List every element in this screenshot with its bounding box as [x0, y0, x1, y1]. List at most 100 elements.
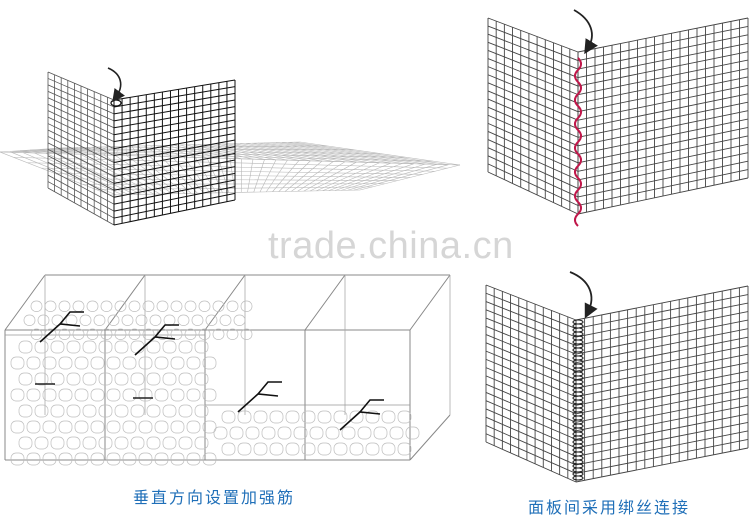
coil-turn [573, 340, 583, 344]
mesh-wire [488, 172, 578, 214]
stone-fill [24, 315, 35, 326]
stone-fill [94, 315, 105, 326]
stone-fill [11, 389, 24, 401]
coil-turn [573, 472, 583, 476]
left-panel-mesh [486, 285, 576, 482]
stone-fill [115, 301, 126, 312]
mesh-wire [205, 275, 245, 330]
stone-fill [222, 443, 235, 455]
mesh-wire [488, 148, 578, 189]
caption-vertical-reinforcement: 垂直方向设置加强筋 [133, 484, 295, 508]
stone-fill [179, 437, 192, 449]
stone-fill [358, 427, 371, 439]
stone-fill [19, 405, 32, 417]
stone-fill [19, 341, 32, 353]
stone-fill [43, 421, 56, 433]
stone-fill [59, 329, 70, 340]
stone-fill [254, 411, 267, 423]
stone-fill [398, 443, 411, 455]
stone-fill [35, 341, 48, 353]
stone-fill [187, 357, 200, 369]
stone-fill [139, 357, 152, 369]
coil-turn [573, 440, 583, 444]
stone-fill [107, 421, 120, 433]
stone-fill [366, 443, 379, 455]
stone-fill [45, 329, 56, 340]
stone-fill [227, 301, 238, 312]
stone-fill [178, 315, 189, 326]
stone-fill [59, 301, 70, 312]
coil-turn [573, 424, 583, 428]
stone-fill [107, 389, 120, 401]
stone-fill [213, 329, 224, 340]
watermark-text: trade.china.cn [268, 225, 514, 268]
stone-fill [382, 443, 395, 455]
coil-turn [573, 364, 583, 368]
stone-fill [31, 329, 42, 340]
stone-fill [115, 329, 126, 340]
stone-fill [115, 373, 128, 385]
stone-fill [131, 437, 144, 449]
right-panel-mesh [576, 286, 748, 482]
stone-fill [199, 301, 210, 312]
coil-turn [573, 380, 583, 384]
stone-fill [91, 421, 104, 433]
stone-fill [171, 357, 184, 369]
stone-fill [123, 389, 136, 401]
coil-turn [573, 448, 583, 452]
stone-fill [222, 411, 235, 423]
stone-fill [334, 443, 347, 455]
stone-fill [195, 437, 208, 449]
floor-mesh [0, 142, 460, 195]
stone-fill [87, 329, 98, 340]
stone-fill [43, 453, 56, 465]
stone-fill [286, 411, 299, 423]
mesh-wire [486, 401, 576, 440]
stone-fill [67, 437, 80, 449]
coil-turn [573, 432, 583, 436]
coil-turn [573, 460, 583, 464]
stone-fill [115, 437, 128, 449]
mesh-wire [486, 409, 576, 448]
curved-arrow-icon [108, 68, 121, 97]
stone-fill [230, 427, 243, 439]
panel-corner-assembly [0, 68, 460, 225]
stone-fill [350, 443, 363, 455]
stone-fill [155, 421, 168, 433]
stone-fill [51, 437, 64, 449]
stone-fill [187, 389, 200, 401]
stone-fill [35, 405, 48, 417]
stone-fill [122, 315, 133, 326]
mesh-wire [486, 434, 576, 474]
coil-turn [573, 416, 583, 420]
stone-fill [195, 373, 208, 385]
stone-fill [51, 373, 64, 385]
coil-turn [573, 356, 583, 360]
stone-fill [19, 437, 32, 449]
coil-turn [573, 388, 583, 392]
mesh-wire [486, 384, 576, 422]
stone-fill [75, 357, 88, 369]
mesh-wire [83, 184, 386, 185]
stone-fill [286, 443, 299, 455]
coil-turn [573, 324, 583, 328]
stone-fill [374, 427, 387, 439]
mesh-wire [486, 368, 576, 406]
stone-fill [11, 421, 24, 433]
mesh-wire [486, 351, 576, 388]
mesh-wire [410, 415, 450, 460]
stone-fill [35, 373, 48, 385]
stone-fill [227, 329, 238, 340]
left-panel-mesh [488, 18, 578, 214]
mesh-wire [488, 140, 578, 180]
stone-fill [101, 301, 112, 312]
coil-turn [573, 328, 583, 332]
stone-fill [185, 329, 196, 340]
stone-fill [163, 437, 176, 449]
coil-turn [573, 468, 583, 472]
red-binding-wire [575, 58, 581, 226]
stone-fill [91, 453, 104, 465]
stone-fill [310, 427, 323, 439]
stone-fill [27, 357, 40, 369]
curved-arrow-icon [570, 272, 591, 312]
